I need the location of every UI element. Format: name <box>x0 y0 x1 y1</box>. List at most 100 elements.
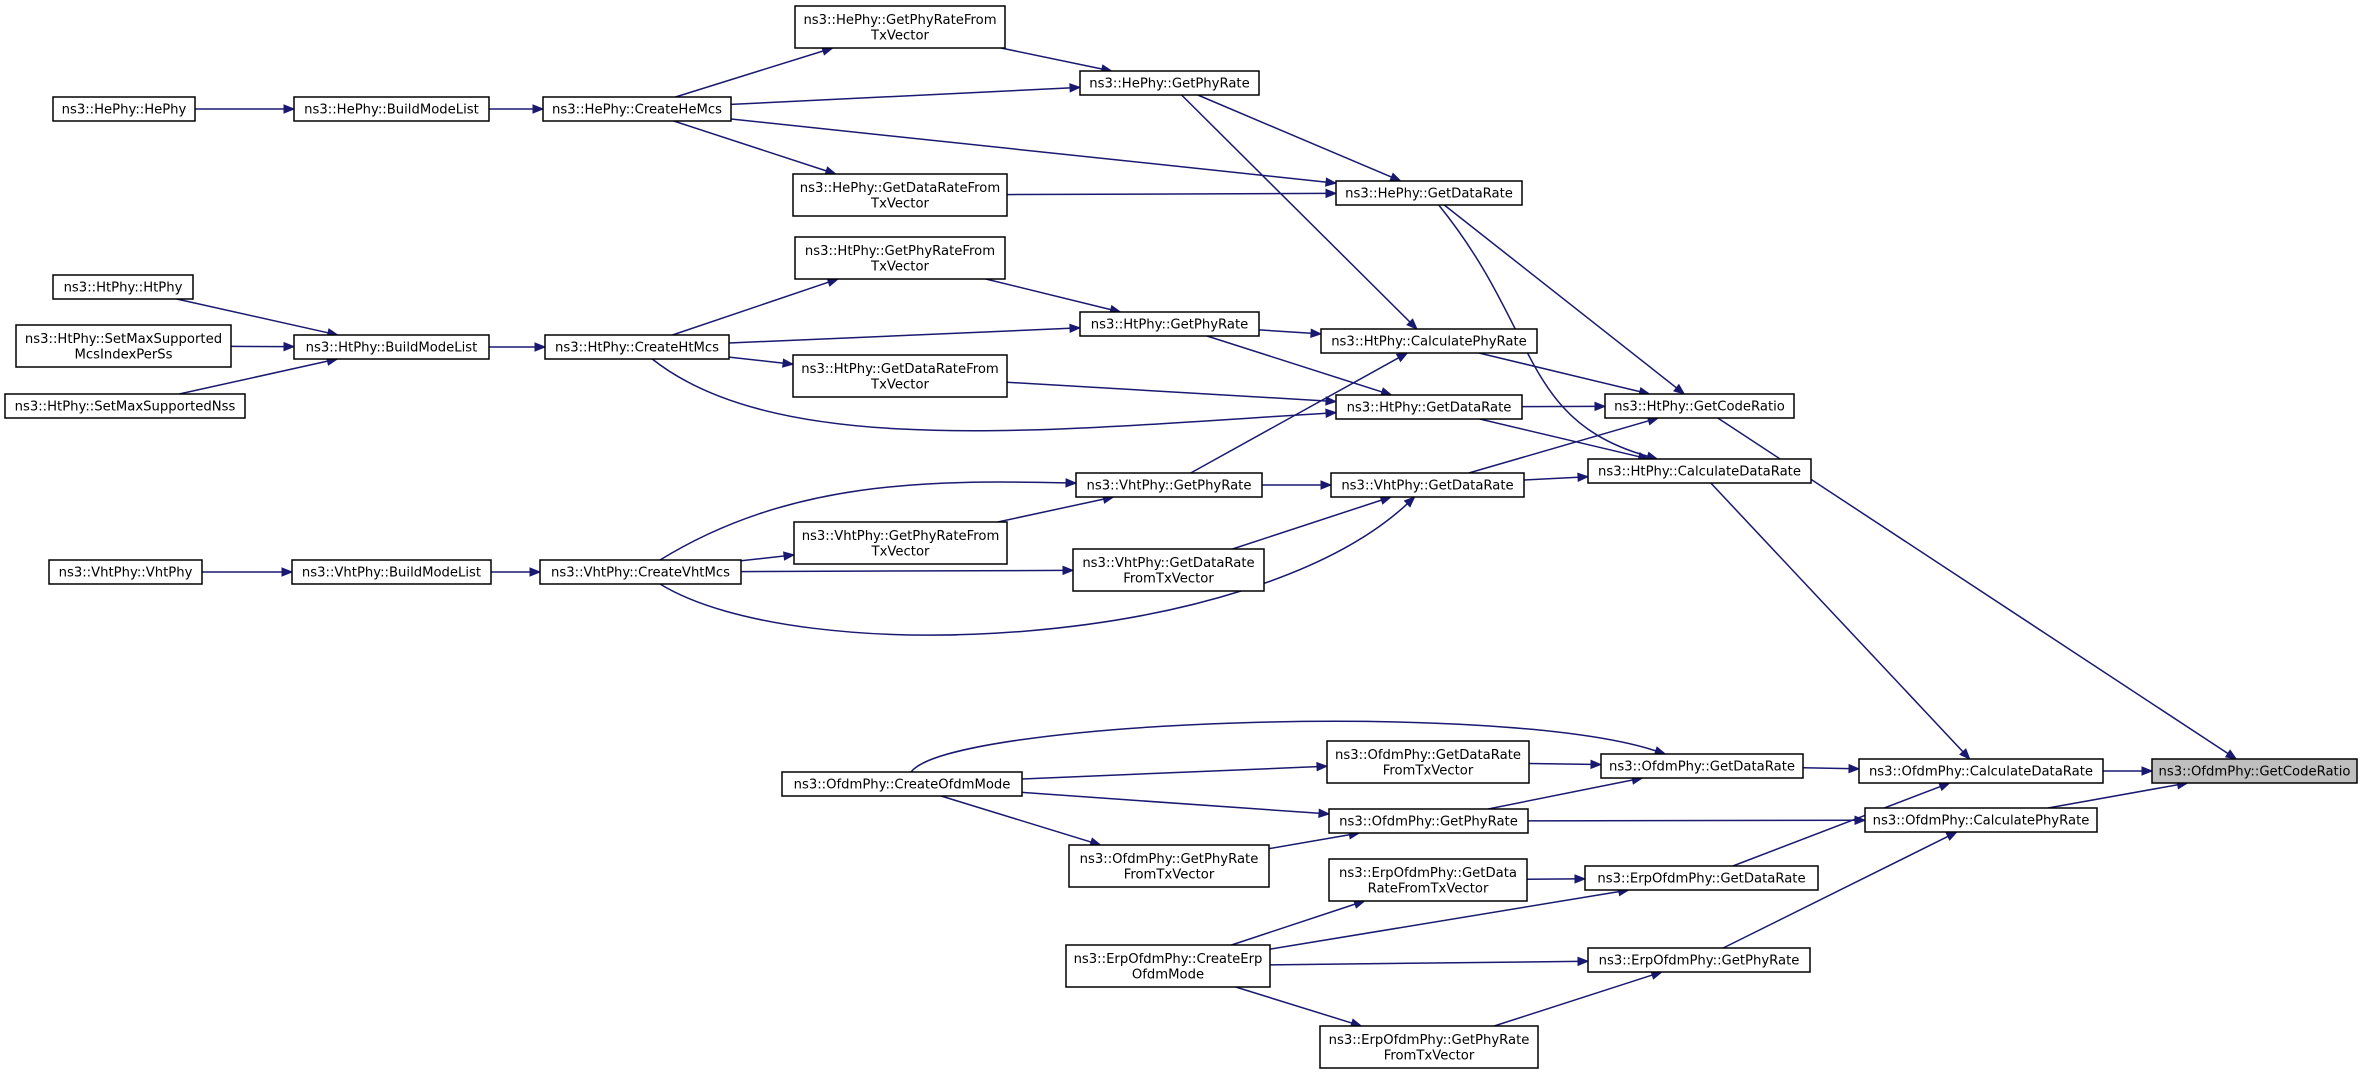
arrowhead <box>1574 874 1587 884</box>
edge-line <box>997 498 1104 523</box>
edge-line <box>910 720 1657 773</box>
edge-ht_getphyrate-to-ht_calcphyrate <box>1258 328 1323 338</box>
node-label: ns3::HtPhy::SetMaxSupportedNss <box>15 400 236 415</box>
node-label: ns3::ErpOfdmPhy::GetDataRate <box>1597 872 1805 887</box>
node-ht-calcdatarate[interactable]: ns3::HtPhy::CalculateDataRate <box>1587 458 1812 484</box>
edge-line <box>675 50 824 98</box>
node-label: ns3::OfdmPhy::CreateOfdmMode <box>794 778 1011 793</box>
node-label: ns3::VhtPhy::GetDataRate <box>1082 556 1254 571</box>
arrowhead <box>1320 480 1333 490</box>
edge-vht_createvhtmcs-to-vht_getdatarate <box>659 496 1416 636</box>
node-box <box>793 521 1008 565</box>
arrowhead <box>1062 565 1075 576</box>
edge-line <box>1527 819 1856 822</box>
node-he-buildmodelist[interactable]: ns3::HePhy::BuildModeList <box>293 96 490 122</box>
node-label: ns3::OfdmPhy::GetDataRate <box>1335 748 1521 763</box>
edge-vht_getdatarate-to-ht_calcdatarate <box>1523 472 1590 483</box>
node-ht-getcoderatio[interactable]: ns3::HtPhy::GetCodeRatio <box>1604 393 1795 419</box>
node-ht-buildmodelist[interactable]: ns3::HtPhy::BuildModeList <box>293 334 490 360</box>
node-ofdm-getdatarate[interactable]: ns3::OfdmPhy::GetDataRate <box>1600 753 1804 779</box>
node-vht-vhtphy[interactable]: ns3::VhtPhy::VhtPhy <box>48 559 203 585</box>
node-box <box>1079 311 1260 337</box>
node-box <box>15 324 232 368</box>
node-box <box>52 96 196 122</box>
node-ht-calcphyrate[interactable]: ns3::HtPhy::CalculatePhyRate <box>1320 328 1538 354</box>
edge-ht_getphyratefromtx-to-ht_getphyrate <box>985 278 1122 315</box>
node-label: ns3::HePhy::GetPhyRateFrom <box>803 13 996 28</box>
node-vht-getphyrate[interactable]: ns3::VhtPhy::GetPhyRate <box>1075 472 1263 498</box>
arrowhead <box>1069 323 1082 334</box>
edge-line <box>1488 779 1633 810</box>
node-box <box>792 354 1008 398</box>
node-label: ns3::OfdmPhy::GetPhyRate <box>1080 852 1259 867</box>
node-label: FromTxVector <box>1384 1048 1475 1063</box>
node-vht-getdatarate[interactable]: ns3::VhtPhy::GetDataRate <box>1330 472 1525 498</box>
edge-he_getdataratefromtx-to-he_getdatarate <box>1006 188 1338 199</box>
edge-line <box>740 555 785 562</box>
edge-ht_getdatarate-to-ht_calcdatarate <box>1479 418 1651 462</box>
node-ofdm-getcoderatio[interactable]: ns3::OfdmPhy::GetCodeRatio <box>2151 758 2358 784</box>
edge-he_getphyratefromtx-to-he_getphyrate <box>1000 47 1114 74</box>
edge-he_getdatarate-to-ht_calcdatarate <box>1438 204 1659 461</box>
node-he-hephy[interactable]: ns3::HePhy::HePhy <box>52 96 196 122</box>
arrowhead <box>534 342 547 352</box>
node-box <box>1320 328 1538 354</box>
node-box <box>1328 858 1528 902</box>
node-box <box>293 96 490 122</box>
node-label: ns3::ErpOfdmPhy::GetData <box>1339 866 1517 881</box>
node-he-createhemcs[interactable]: ns3::HePhy::CreateHeMcs <box>542 96 732 122</box>
node-label: FromTxVector <box>1124 867 1215 882</box>
edge-line <box>740 569 1064 573</box>
arrowhead <box>281 567 294 577</box>
edge-vht_buildmodelist-to-vht_createvhtmcs <box>491 567 542 577</box>
node-box <box>1328 808 1529 834</box>
edge-line <box>1493 974 1653 1027</box>
node-label: ns3::HtPhy::CreateHtMcs <box>555 341 719 356</box>
node-label: ns3::HePhy::CreateHeMcs <box>552 103 722 118</box>
node-ofdm-getphyrate[interactable]: ns3::OfdmPhy::GetPhyRate <box>1328 808 1529 834</box>
edge-line <box>1181 94 1411 323</box>
node-label: TxVector <box>870 28 929 43</box>
edge-ht_createhtmcs-to-ht_getphyrate <box>728 323 1082 344</box>
node-box <box>1319 1025 1539 1069</box>
edge-line <box>673 120 827 172</box>
edge-vht_createvhtmcs-to-vht_getphyrate <box>659 478 1078 561</box>
arrowhead <box>283 104 296 114</box>
nodes: ns3::OfdmPhy::GetCodeRations3::OfdmPhy::… <box>4 5 2358 1069</box>
node-box <box>52 274 194 300</box>
node-box <box>1075 472 1263 498</box>
node-ht-createhtmcs[interactable]: ns3::HtPhy::CreateHtMcs <box>544 334 730 360</box>
node-erp-getdatarate[interactable]: ns3::ErpOfdmPhy::GetDataRate <box>1584 865 1819 891</box>
node-vht-createvhtmcs[interactable]: ns3::VhtPhy::CreateVhtMcs <box>539 559 742 585</box>
edge-line <box>728 327 1071 344</box>
node-box <box>293 334 490 360</box>
edge-ofdm_getdataratefromtx-to-ofdm_getdatarate <box>1528 759 1603 770</box>
node-ofdm-createofdmmode[interactable]: ns3::OfdmPhy::CreateOfdmMode <box>781 771 1023 797</box>
node-ht-setmaxsupportednss[interactable]: ns3::HtPhy::SetMaxSupportedNss <box>4 393 246 419</box>
node-label: ns3::OfdmPhy::GetCodeRatio <box>2159 765 2351 780</box>
node-ht-getphyrate[interactable]: ns3::HtPhy::GetPhyRate <box>1079 311 1260 337</box>
node-vht-buildmodelist[interactable]: ns3::VhtPhy::BuildModeList <box>291 559 492 585</box>
node-ofdm-calcdatarate[interactable]: ns3::OfdmPhy::CalculateDataRate <box>1858 758 2104 784</box>
node-ht-htphy[interactable]: ns3::HtPhy::HtPhy <box>52 274 194 300</box>
arrowhead <box>1389 172 1402 182</box>
arrowhead <box>1854 815 1867 825</box>
node-he-getphyrate[interactable]: ns3::HePhy::GetPhyRate <box>1079 70 1260 96</box>
node-erp-getphyrate[interactable]: ns3::ErpOfdmPhy::GetPhyRate <box>1587 947 1811 973</box>
edge-line <box>985 278 1111 311</box>
node-ht-getdatarate[interactable]: ns3::HtPhy::GetDataRate <box>1335 394 1523 420</box>
node-ofdm-calcphyrate[interactable]: ns3::OfdmPhy::CalculatePhyRate <box>1864 807 2098 833</box>
node-he-getdatarate[interactable]: ns3::HePhy::GetDataRate <box>1335 180 1523 206</box>
